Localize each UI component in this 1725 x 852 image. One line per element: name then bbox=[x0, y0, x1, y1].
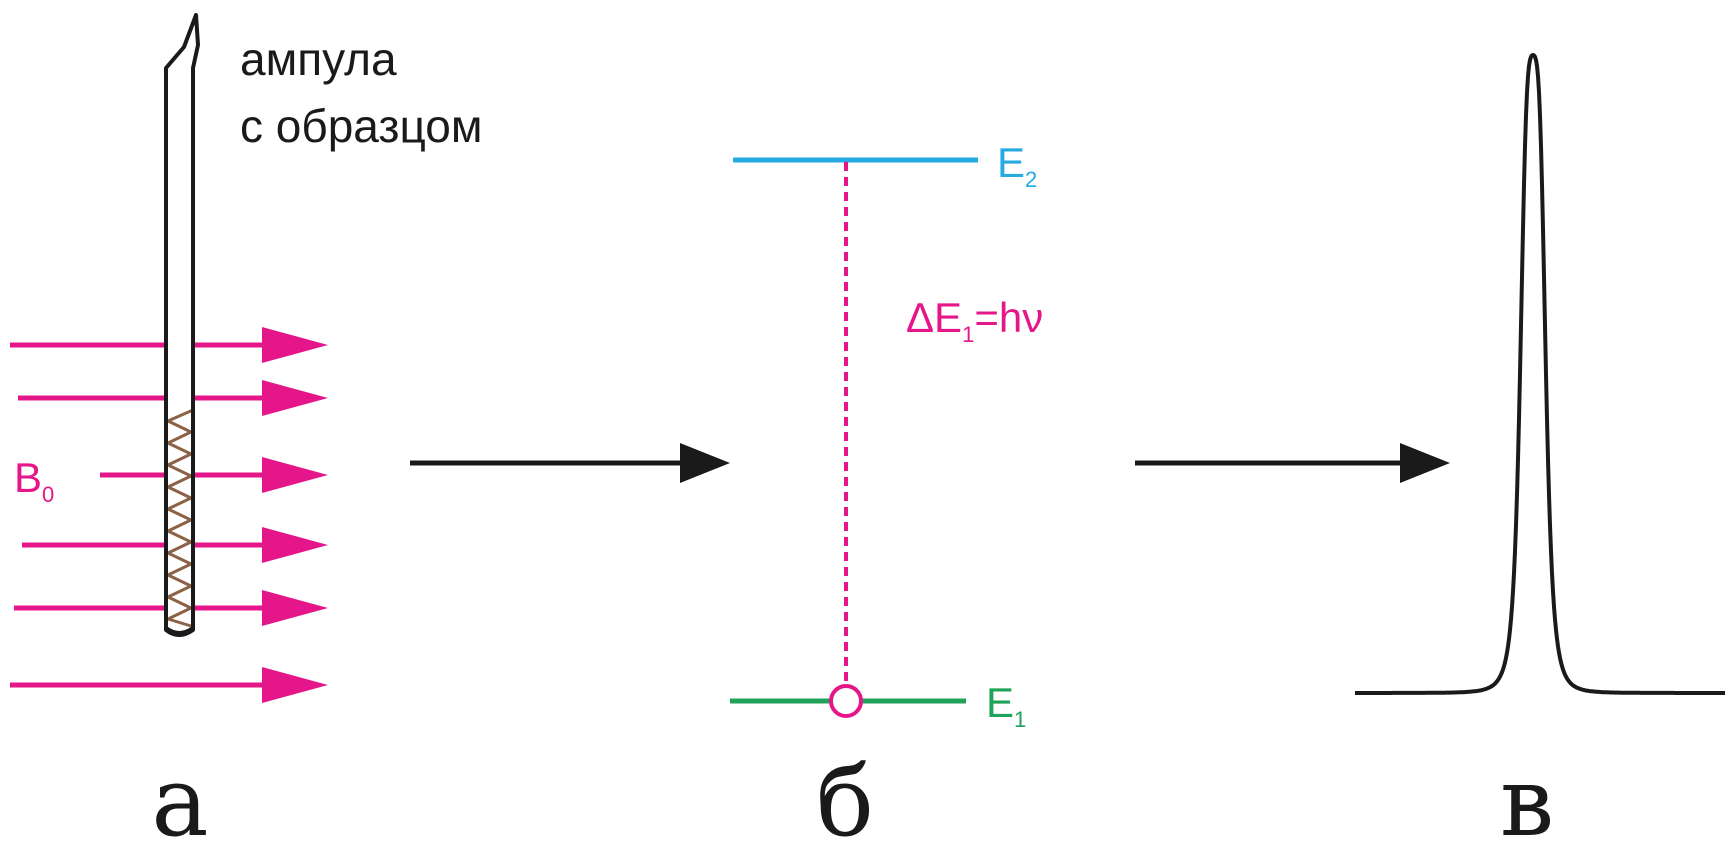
upper-level-label: E2 bbox=[997, 139, 1037, 192]
panel-c: в bbox=[1354, 53, 1725, 852]
lower-level-label-main: E bbox=[986, 679, 1014, 726]
transition-label-prefix: ΔE bbox=[906, 294, 962, 341]
flow-arrow-1 bbox=[410, 443, 730, 483]
nucleus-state-marker bbox=[829, 684, 863, 718]
field-arrow bbox=[14, 590, 328, 626]
field-arrow bbox=[100, 457, 328, 493]
ampoule-label-line2: с образцом bbox=[240, 100, 483, 152]
lower-level-label: E1 bbox=[986, 679, 1026, 732]
caption-a: а bbox=[151, 746, 208, 852]
caption-c: в bbox=[1500, 746, 1554, 852]
field-arrow bbox=[10, 327, 328, 363]
field-label-sub: 0 bbox=[42, 482, 54, 507]
field-label: B0 bbox=[14, 454, 54, 507]
resonance-peak bbox=[1354, 53, 1725, 695]
field-arrow bbox=[18, 380, 328, 416]
field-arrow bbox=[10, 667, 328, 703]
transition-label-sub: 1 bbox=[962, 322, 974, 347]
transition-label-suffix: =hν bbox=[974, 294, 1043, 341]
field-label-main: B bbox=[14, 454, 42, 501]
ampoule-label-line1: ампула bbox=[240, 33, 397, 85]
lower-level-label-sub: 1 bbox=[1014, 707, 1026, 732]
flow-arrow-2 bbox=[1135, 443, 1450, 483]
upper-level-label-main: E bbox=[997, 139, 1025, 186]
panel-b: E2 E1 ΔE1=hν б bbox=[730, 139, 1043, 852]
caption-b: б bbox=[816, 746, 874, 852]
panel-a: ампула с образцом B0 а bbox=[10, 13, 483, 852]
transition-energy-label: ΔE1=hν bbox=[906, 294, 1043, 347]
upper-level-label-sub: 2 bbox=[1025, 167, 1037, 192]
field-arrow bbox=[22, 527, 328, 563]
sample-coil bbox=[164, 408, 195, 635]
